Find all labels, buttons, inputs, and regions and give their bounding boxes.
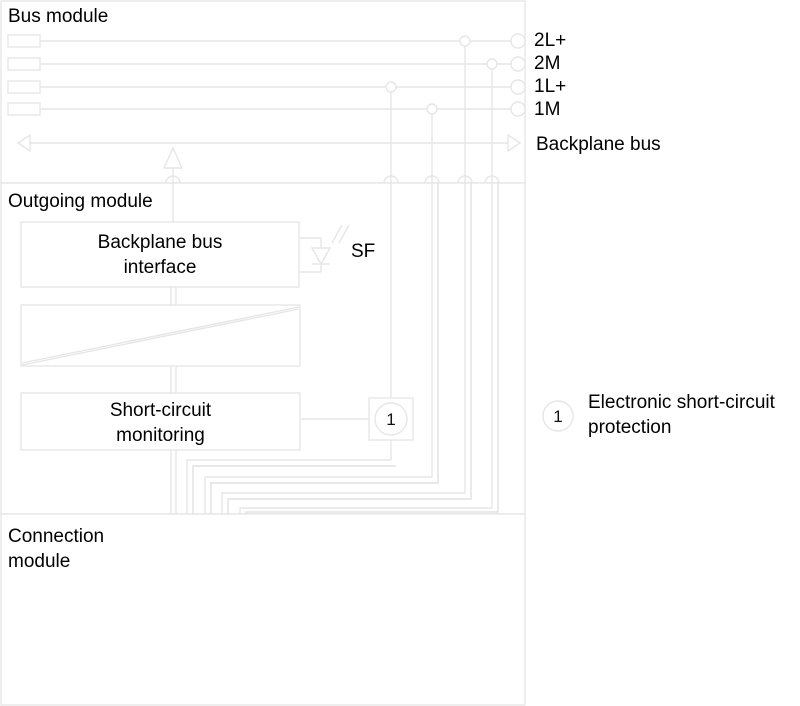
rail-label-1L+: 1L+ bbox=[534, 76, 567, 97]
output-routing-companions bbox=[192, 183, 499, 514]
short-circuit-monitoring-block bbox=[20, 392, 301, 451]
legend-text-line2: protection bbox=[588, 417, 672, 438]
legend-marker-1 bbox=[542, 400, 574, 432]
rail-drop-2M bbox=[486, 58, 498, 183]
output-routing-path-4 bbox=[239, 183, 493, 514]
connection-module-title-line1: Connection bbox=[8, 526, 105, 547]
rail-label-1M: 1M bbox=[534, 99, 561, 120]
output-routing-path-3 bbox=[221, 183, 466, 514]
backplane-bus-interface-label-line1: Backplane bus bbox=[97, 232, 223, 253]
short-circuit-monitoring-label-line2: monitoring bbox=[116, 425, 205, 446]
legend-text-line1: Electronic short-circuit bbox=[588, 392, 775, 413]
supply-rail-2M bbox=[7, 56, 526, 72]
bus-module-outline bbox=[0, 0, 526, 184]
backplane-bus-arrow bbox=[16, 133, 522, 153]
module-boundary-pass-through-markers bbox=[383, 175, 500, 184]
sf-led-label: SF bbox=[351, 241, 376, 262]
legend-marker-number: 1 bbox=[553, 407, 563, 426]
backplane-bus-label: Backplane bus bbox=[536, 134, 661, 155]
output-routing-path-1 bbox=[186, 459, 391, 514]
rail-drop-2L+ bbox=[459, 35, 471, 183]
supply-rail-1L+ bbox=[7, 79, 526, 95]
rail-drop-1L+ bbox=[385, 81, 397, 183]
connection-module-outline bbox=[0, 513, 526, 706]
rail-drop-1M bbox=[426, 103, 438, 183]
bus-module-title: Bus module bbox=[8, 6, 109, 27]
backplane-bus-interface-label-line2: interface bbox=[123, 257, 197, 278]
backplane-bus-interface-block bbox=[20, 221, 300, 288]
connection-module-title-line2: module bbox=[8, 551, 71, 572]
electronic-short-circuit-protection-marker bbox=[300, 183, 414, 460]
rail-label-2M: 2M bbox=[534, 53, 561, 74]
rail-label-2L+: 2L+ bbox=[534, 30, 567, 51]
internal-signal-spine bbox=[170, 287, 177, 514]
sf-led-symbol bbox=[299, 224, 350, 273]
outgoing-module-title: Outgoing module bbox=[8, 191, 153, 212]
short-circuit-monitoring-label-line1: Short-circuit bbox=[109, 400, 212, 421]
output-routing-path-2 bbox=[204, 183, 433, 514]
supply-rail-2L+ bbox=[7, 33, 526, 49]
output-driver-block bbox=[20, 304, 301, 367]
protection-marker-number: 1 bbox=[386, 410, 396, 429]
backplane-bus-interface-uplink bbox=[162, 146, 184, 222]
